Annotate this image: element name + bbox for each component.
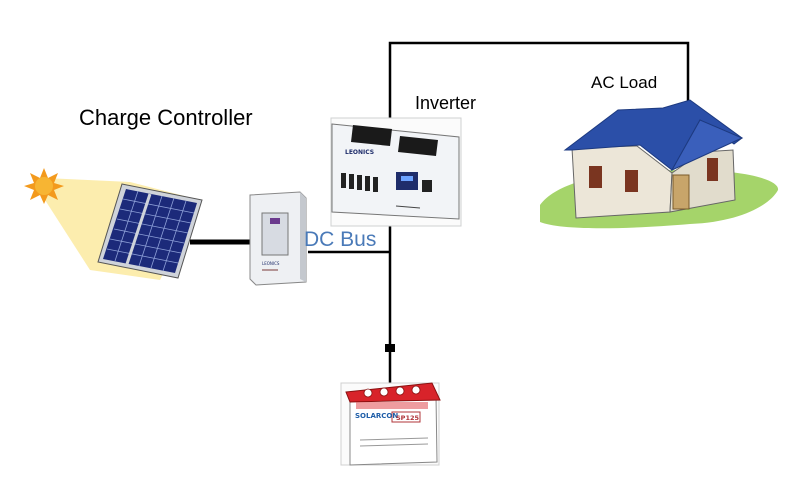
wiring <box>190 41 690 387</box>
charge-controller-label: Charge Controller <box>79 105 253 130</box>
inverter-label: Inverter <box>415 93 477 113</box>
battery-icon <box>340 382 441 466</box>
sun-icon <box>24 168 64 204</box>
house-icon <box>540 99 779 229</box>
battery-brand-text: SOLARCON <box>355 412 398 420</box>
battery-model-text: SP125 <box>396 414 419 422</box>
solar-panel-icon <box>97 183 203 279</box>
inverter-to-load-wire <box>388 41 690 118</box>
inverter-icon <box>330 117 462 227</box>
ac-load-label: AC Load <box>591 73 658 92</box>
dc-bus-label: DC Bus <box>304 228 377 251</box>
battery-terminal-connector <box>385 344 395 352</box>
inverter-brand-text: LEONICS <box>345 149 374 156</box>
charge-controller-icon <box>249 191 307 286</box>
controller-brand-text: LEONICS <box>262 261 280 266</box>
